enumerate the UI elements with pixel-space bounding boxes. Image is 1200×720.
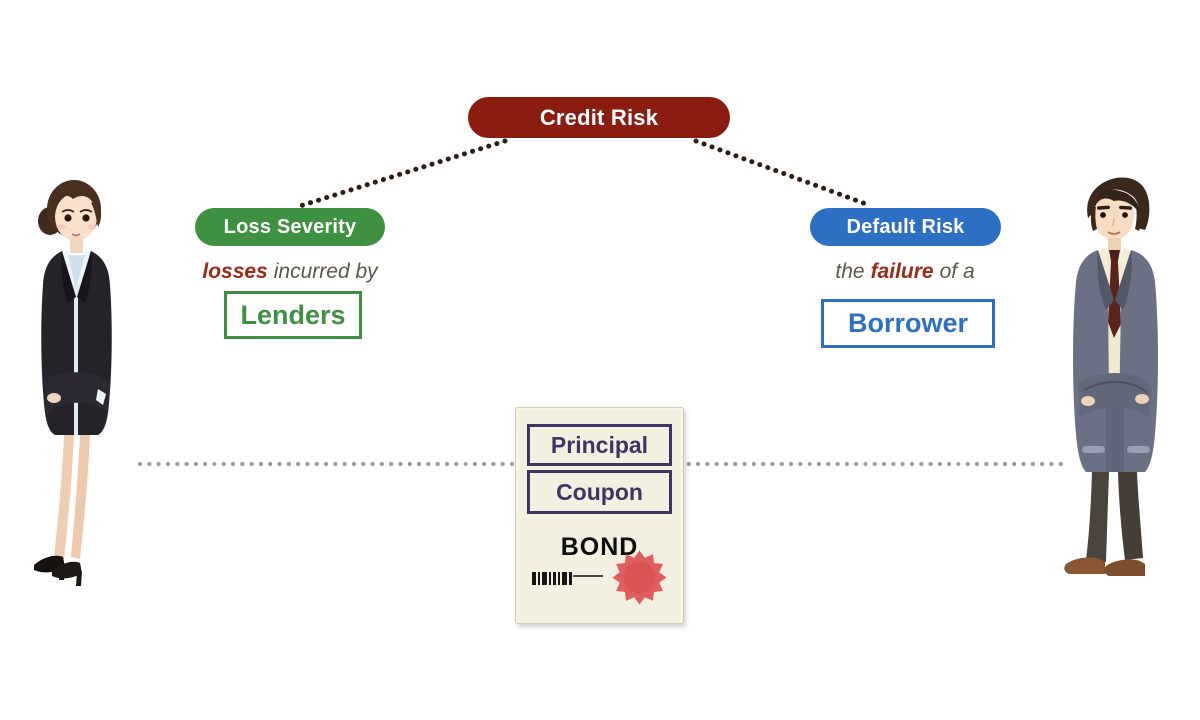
lenders-box: Lenders	[224, 291, 362, 339]
caption-right-pre: the	[835, 260, 865, 283]
businesswoman-illustration	[34, 180, 112, 586]
bond-coupon-field: Coupon	[527, 470, 672, 514]
branch-line-left	[297, 138, 508, 209]
caption-left-emphasis: losses	[202, 260, 268, 283]
loss-severity-node: Loss Severity	[195, 208, 385, 246]
starburst-seal-icon	[612, 550, 667, 605]
caption-right-post: of a	[939, 260, 975, 283]
bond-title: BOND	[560, 533, 639, 561]
borrower-box: Borrower	[821, 299, 995, 348]
bond-certificate: Principal Coupon BOND	[515, 407, 684, 624]
bond-principal-field: Principal	[527, 424, 672, 466]
barcode-icon	[532, 572, 603, 585]
caption-left-rest: incurred by	[273, 260, 378, 283]
caption-right-emphasis: failure	[870, 260, 934, 283]
businessman-illustration	[1064, 177, 1158, 576]
default-risk-node: Default Risk	[810, 208, 1001, 246]
credit-risk-node: Credit Risk	[468, 97, 730, 138]
branch-line-right	[693, 138, 869, 207]
